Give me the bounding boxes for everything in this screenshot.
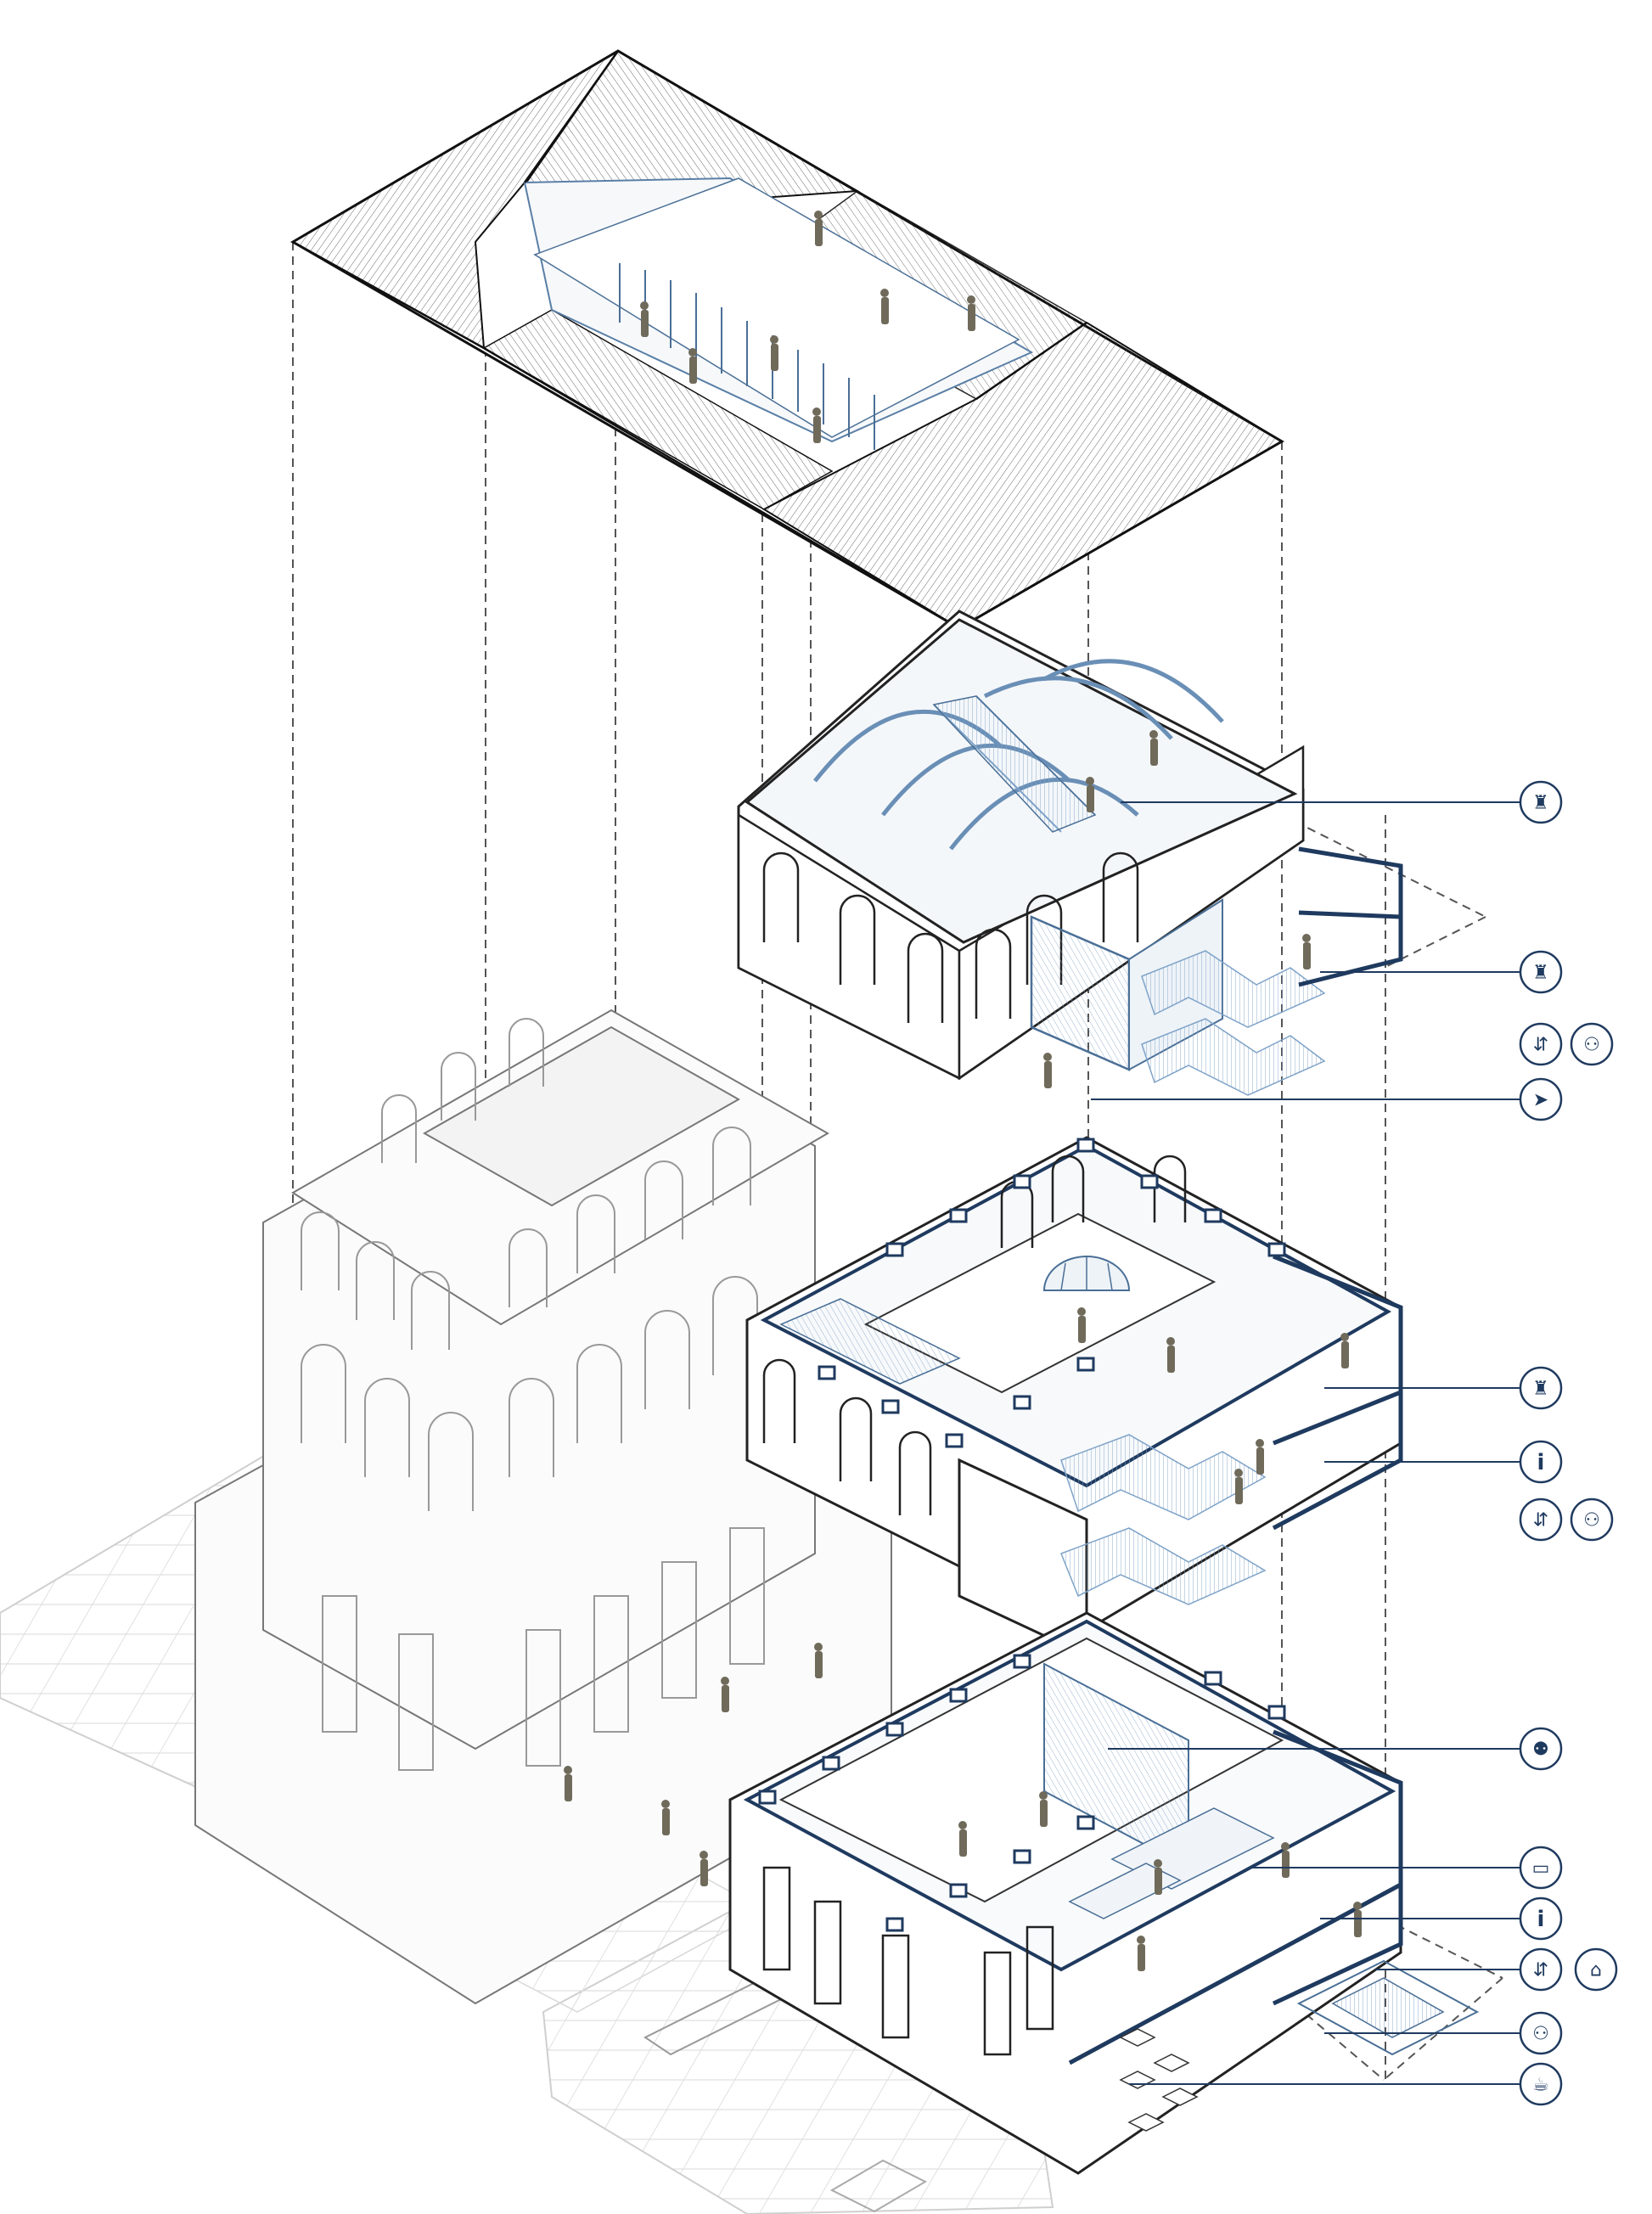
- exhibition-icon: ♜: [1519, 780, 1563, 824]
- ground-level: [728, 1611, 1480, 2175]
- upper-level: [737, 610, 1403, 1096]
- svg-text:☕: ☕: [1532, 2075, 1549, 2096]
- people-figures-street: [564, 1643, 823, 1886]
- svg-text:i: i: [1537, 1907, 1545, 1932]
- svg-text:⚇: ⚇: [1583, 1035, 1600, 1056]
- wardrobe-icon: ⌂: [1574, 1947, 1618, 1992]
- exhibition-icon: ♜: [1519, 1366, 1563, 1410]
- elevator-icon: ⇵: [1519, 1498, 1563, 1542]
- entrance-icon: ➤: [1519, 1077, 1563, 1121]
- roof-level: [290, 49, 1284, 630]
- conference-icon: ⚉: [1519, 1727, 1563, 1771]
- svg-text:♜: ♜: [1532, 793, 1549, 814]
- elevator-icon: ⇵: [1519, 1022, 1563, 1066]
- info-icon: i: [1519, 1440, 1563, 1484]
- restroom-icon: ⚇: [1519, 2011, 1563, 2055]
- svg-text:⚇: ⚇: [1532, 2024, 1549, 2045]
- svg-text:♜: ♜: [1532, 963, 1549, 984]
- svg-text:⚉: ⚉: [1532, 1739, 1549, 1761]
- people-figures-roof: [640, 211, 975, 443]
- svg-text:⇵: ⇵: [1533, 1510, 1548, 1531]
- cafe-icon: ☕: [1519, 2062, 1563, 2106]
- leader-lines: [1091, 801, 1521, 2085]
- info-icon: i: [1519, 1897, 1563, 1941]
- svg-text:⇵: ⇵: [1533, 1960, 1548, 1981]
- svg-text:⇵: ⇵: [1533, 1035, 1548, 1056]
- svg-text:➤: ➤: [1533, 1090, 1548, 1111]
- svg-text:⌂: ⌂: [1590, 1960, 1602, 1981]
- existing-building: [194, 1009, 892, 2005]
- exhibition-icon: ♜: [1519, 950, 1563, 994]
- elevator-icon: ⇵: [1519, 1947, 1563, 1992]
- restroom-icon: ⚇: [1570, 1022, 1614, 1066]
- svg-text:⚇: ⚇: [1583, 1510, 1600, 1531]
- svg-text:▭: ▭: [1532, 1858, 1550, 1880]
- svg-text:i: i: [1537, 1450, 1545, 1475]
- svg-text:♜: ♜: [1532, 1379, 1549, 1400]
- middle-level: [745, 1136, 1403, 1658]
- book-icon: ▭: [1519, 1846, 1563, 1890]
- restroom-icon: ⚇: [1570, 1498, 1614, 1542]
